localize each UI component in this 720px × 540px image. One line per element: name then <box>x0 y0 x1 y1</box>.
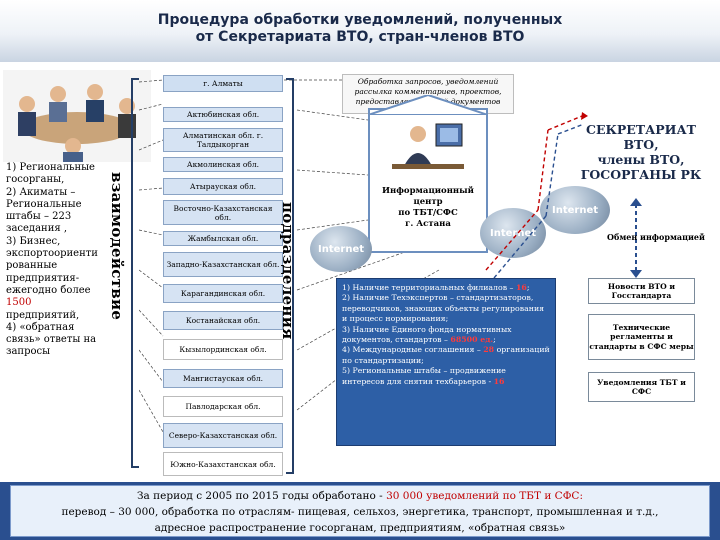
right-bracket <box>286 78 294 474</box>
internet-globe-icon: Internet <box>480 208 546 258</box>
left-vertical-label: взаимодействие <box>108 172 126 321</box>
region-akmola: Акмолинская обл. <box>163 157 283 172</box>
secretariat-line: СЕКРЕТАРИАТ <box>586 122 696 137</box>
fact-item: 5) Региональные штабы – продвижение инте… <box>342 366 506 386</box>
right-box-news: Новости ВТО и Госстандарта <box>588 278 695 304</box>
exchange-label: Обмен информацией <box>607 232 705 242</box>
internet-label: Internet <box>317 243 364 255</box>
region-karaganda: Карагандинская обл. <box>163 284 283 303</box>
info-center-line: г. Астана <box>405 219 451 229</box>
left-line: предприятий, <box>6 309 80 321</box>
left-line: 2) Акиматы – <box>6 186 76 198</box>
summary-line: За период с 2005 по 2015 годы обработано… <box>137 490 583 502</box>
summary-line: адресное распространение госорганам, пре… <box>154 522 566 534</box>
left-text: 1) Региональные госорганы, 2) Акиматы – … <box>6 162 114 359</box>
info-center-line: Информационный <box>382 186 474 196</box>
left-line: Региональные <box>6 198 82 210</box>
secretariat-line: ВТО, <box>623 137 659 152</box>
fact-item: 2) Наличие Техэкспертов – стандартизатор… <box>342 293 545 324</box>
region-mangistau: Мангистауская обл. <box>163 369 283 388</box>
region-atyrau: Атырауская обл. <box>163 178 283 195</box>
info-center-label: Информационный центр по ТБТ/СФС г. Астан… <box>370 186 486 230</box>
facts-panel: 1) Наличие территориальных филиалов – 16… <box>336 278 556 446</box>
region-zhambyl: Жамбылская обл. <box>163 231 283 246</box>
left-line: 1) Региональные <box>6 162 95 173</box>
info-center-line: центр <box>413 197 443 207</box>
region-pavlodar: Павлодарская обл. <box>163 396 283 417</box>
internet-globe-icon: Internet <box>310 226 372 272</box>
region-north-kz: Северо-Казахстанская обл. <box>163 423 283 448</box>
left-line: запросы <box>6 346 51 358</box>
bottom-summary: За период с 2005 по 2015 годы обработано… <box>10 485 710 537</box>
left-line: связь» ответы на <box>6 334 97 346</box>
internet-globe-icon: Internet <box>540 186 610 234</box>
region-west-kz: Западно-Казахстанская обл. <box>163 252 283 277</box>
info-center-line: по ТБТ/СФС <box>398 208 458 218</box>
right-box-regulations: Технические регламенты и стандарты в СФС… <box>588 314 695 360</box>
internet-label: Internet <box>551 204 598 216</box>
left-line: заседания , <box>6 223 68 235</box>
page-subtitle: от Секретариата ВТО, стран-членов ВТО <box>195 29 525 45</box>
left-line: экспортоориенти <box>6 248 98 260</box>
info-center-building <box>368 108 488 253</box>
left-line: 1500 <box>6 297 32 309</box>
fact-item: 3) Наличие Единого фонда нормативных док… <box>342 324 512 345</box>
page-title: Процедура обработки уведомлений, получен… <box>157 12 563 28</box>
arrows-icon <box>485 112 588 279</box>
fact-item: 1) Наличие территориальных филиалов – 16… <box>342 283 530 292</box>
region-east-kz: Восточно-Казахстанская обл. <box>163 200 283 225</box>
left-line: госорганы, <box>6 174 65 186</box>
right-box-notifications: Уведомления ТБТ и СФС <box>588 372 695 402</box>
left-line: 3) Бизнес, <box>6 235 61 247</box>
left-line: 4) «обратная <box>6 321 75 333</box>
fact-item: 4) Международные соглашения – 28 организ… <box>342 345 550 365</box>
meeting-photo <box>3 70 151 162</box>
secretariat-line: члены ВТО, <box>597 152 685 167</box>
region-almaty-city: г. Алматы <box>163 75 283 92</box>
region-kyzylorda: Кызылординская обл. <box>163 339 283 360</box>
right-vertical-label: подразделения <box>279 202 297 340</box>
region-south-kz: Южно-Казахстанская обл. <box>163 452 283 476</box>
left-line: рованные <box>6 260 58 272</box>
region-aktobe: Актюбинская обл. <box>163 107 283 122</box>
region-almaty: Алматинская обл. г. Талдыкорган <box>163 128 283 152</box>
internet-label: Internet <box>489 227 536 239</box>
left-line: штабы – 223 <box>6 211 72 223</box>
exchange-arrow-icon <box>630 198 642 278</box>
secretariat-line: ГОСОРГАНЫ РК <box>580 167 702 182</box>
office-worker-icon <box>392 123 464 169</box>
summary-line: перевод – 30 000, обработка по отраслям-… <box>61 506 659 518</box>
left-line: предприятия- <box>6 272 80 284</box>
secretariat-label: СЕКРЕТАРИАТ ВТО, члены ВТО, ГОСОРГАНЫ РК <box>566 122 716 182</box>
roof-icon <box>368 95 488 115</box>
left-line: ежегодно более <box>6 284 91 296</box>
header-band <box>0 0 720 62</box>
left-bracket <box>131 78 139 468</box>
region-kostanay: Костанайская обл. <box>163 311 283 330</box>
